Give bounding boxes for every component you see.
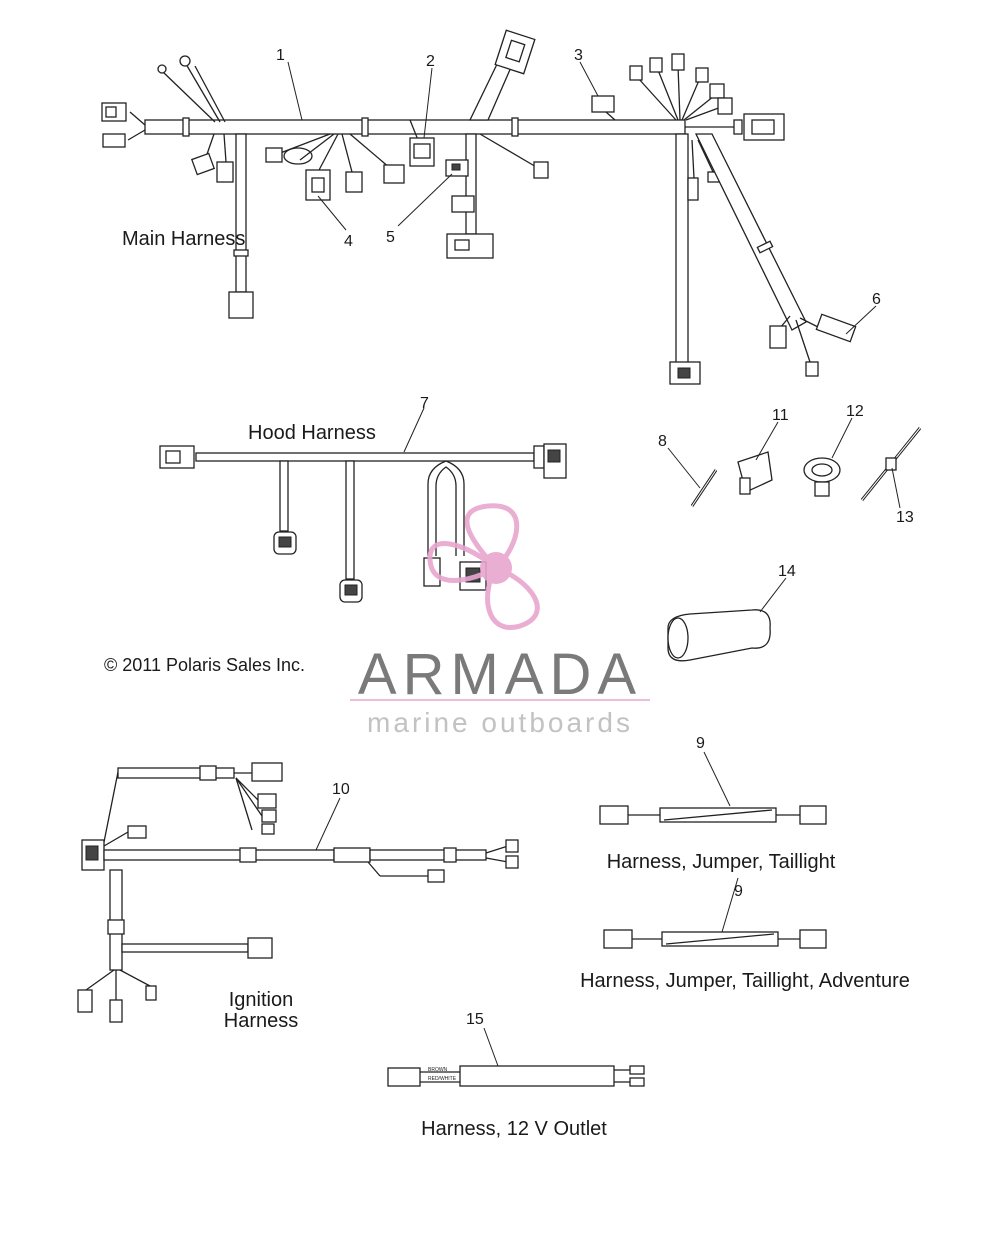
- callout-15: 15: [466, 1011, 484, 1028]
- label-ignition-harness-1: Ignition: [229, 989, 294, 1011]
- callout-9-taillight: 9: [696, 735, 705, 752]
- connector: [387, 1067, 421, 1087]
- section-labels: Main Harness Hood Harness © 2011 Polaris…: [104, 228, 910, 1140]
- hood-harness-drawing: [159, 443, 567, 603]
- connector: [649, 57, 663, 73]
- connector: [261, 823, 275, 835]
- connector: [77, 989, 93, 1013]
- connector: [228, 291, 254, 319]
- terminal: [629, 1065, 645, 1075]
- connector: [265, 147, 283, 163]
- connector: [102, 133, 126, 148]
- connector: [127, 825, 147, 839]
- connector: [805, 361, 819, 377]
- push-tie-head: [885, 457, 897, 471]
- callout-1: 1: [276, 47, 285, 64]
- jumper-harness-drawing: [599, 805, 827, 949]
- hood-trunk: [195, 452, 535, 462]
- small-parts-drawing: [667, 427, 922, 662]
- wire-label-brown: BROWN: [428, 1067, 448, 1073]
- callout-2: 2: [426, 53, 435, 70]
- connector: [446, 233, 494, 259]
- callout-6: 6: [872, 291, 881, 308]
- connector: [815, 313, 857, 343]
- callout-4: 4: [344, 233, 353, 250]
- terminal: [629, 1077, 645, 1087]
- label-12v-outlet: Harness, 12 V Outlet: [421, 1118, 607, 1140]
- callout-numbers: 1 2 3 4 5 6 7 8 9 9 10 11 12 13 14 15: [276, 47, 914, 1028]
- connector: [799, 805, 827, 825]
- main-harness-drawing: [101, 29, 857, 385]
- connector: [599, 805, 629, 825]
- ignition-harness-drawing: [77, 762, 519, 1023]
- connector: [251, 762, 283, 782]
- leader-lines: [287, 61, 901, 1067]
- connector: [145, 985, 157, 1001]
- callout-13: 13: [896, 509, 914, 526]
- conduit: [667, 609, 771, 662]
- connector: [717, 97, 733, 115]
- callout-5: 5: [386, 229, 395, 246]
- connector: [383, 164, 405, 184]
- callout-11: 11: [772, 407, 789, 424]
- brand-name: ARMADA: [358, 642, 642, 707]
- callout-12: 12: [846, 403, 864, 420]
- propeller-logo: [427, 503, 540, 630]
- brand-tagline: marine outboards: [367, 707, 633, 738]
- connector: [505, 855, 519, 869]
- outlet-harness-drawing: BROWN RED/WHITE: [387, 1065, 645, 1087]
- callout-14: 14: [778, 563, 796, 580]
- connector: [427, 869, 445, 883]
- connector: [603, 929, 633, 949]
- label-jumper-taillight: Harness, Jumper, Taillight: [607, 851, 836, 873]
- clip: [451, 195, 475, 213]
- connector: [533, 161, 549, 179]
- callout-9-adventure: 9: [734, 883, 743, 900]
- connector: [629, 65, 643, 81]
- wire-label-red-white: RED/WHITE: [428, 1076, 457, 1082]
- label-ignition-harness-2: Harness: [224, 1010, 298, 1032]
- connector: [261, 809, 277, 823]
- callout-7: 7: [420, 395, 429, 412]
- connector: [345, 171, 363, 193]
- clamp: [803, 457, 841, 483]
- ring-terminal: [157, 64, 167, 74]
- callout-3: 3: [574, 47, 583, 64]
- callout-8: 8: [658, 433, 667, 450]
- connector: [671, 53, 685, 71]
- connector: [247, 937, 273, 959]
- connector: [109, 999, 123, 1023]
- connector: [687, 177, 699, 201]
- label-jumper-taillight-adventure: Harness, Jumper, Taillight, Adventure: [580, 970, 910, 992]
- connector: [505, 839, 519, 853]
- callout-10: 10: [332, 781, 350, 798]
- connector: [695, 67, 709, 83]
- connector: [769, 325, 787, 349]
- connector: [799, 929, 827, 949]
- connector: [709, 83, 725, 99]
- connector: [216, 161, 234, 183]
- label-main-harness: Main Harness: [122, 228, 245, 250]
- connector: [190, 152, 216, 176]
- connector: [257, 793, 277, 809]
- label-hood-harness: Hood Harness: [248, 422, 376, 444]
- ring-terminal: [179, 55, 191, 67]
- copyright-notice: © 2011 Polaris Sales Inc.: [104, 655, 305, 675]
- armada-watermark: ARMADA marine outboards: [350, 503, 650, 738]
- clip: [591, 95, 615, 113]
